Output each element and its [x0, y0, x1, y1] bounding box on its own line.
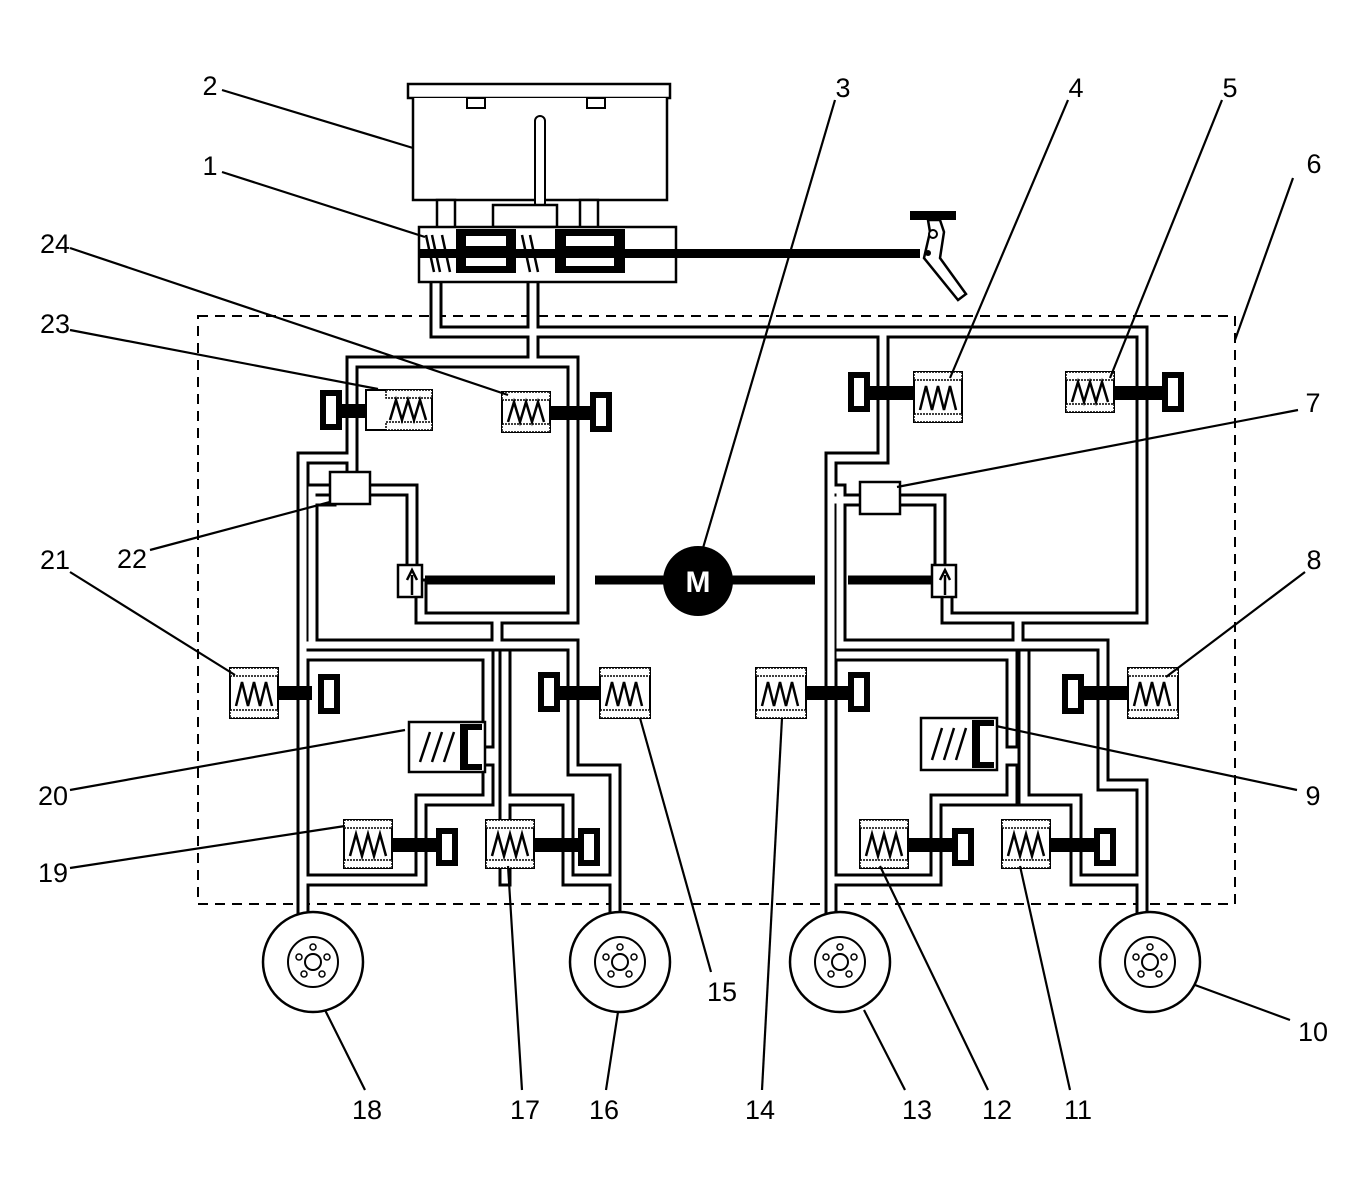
brake-pedal	[910, 211, 968, 302]
valve-17	[485, 819, 600, 869]
accumulator-9	[919, 716, 999, 772]
motor-label: M	[686, 566, 711, 599]
pump-motor-icon	[663, 546, 733, 616]
callout-16: 16	[589, 1095, 619, 1125]
valve-23	[320, 389, 433, 431]
callout-23: 23	[40, 309, 70, 339]
callout-7: 7	[1305, 388, 1320, 418]
callout-labels: 1 2 3 4 5 6 7 8 9 10 11 12 13 14 15 16 1…	[38, 71, 1328, 1125]
callout-15: 15	[707, 977, 737, 1007]
modulator-boundary	[197, 315, 1236, 905]
callout-9: 9	[1305, 781, 1320, 811]
valve-5	[1065, 371, 1184, 413]
callout-19: 19	[38, 858, 68, 888]
wheel-13	[788, 910, 892, 1014]
valve-4	[848, 371, 963, 423]
wheel-16	[568, 910, 672, 1014]
callout-14: 14	[745, 1095, 775, 1125]
wheels	[261, 910, 1202, 1014]
callout-24: 24	[40, 229, 70, 259]
callout-12: 12	[982, 1095, 1012, 1125]
valve-24	[501, 391, 612, 433]
brake-fluid-reservoir	[406, 82, 672, 230]
callout-6: 6	[1306, 149, 1321, 179]
callout-4: 4	[1068, 73, 1083, 103]
valve-8	[1062, 667, 1179, 719]
callout-22: 22	[117, 544, 147, 574]
callout-2: 2	[202, 71, 217, 101]
leader-lines	[69, 88, 1306, 1091]
valve-14	[755, 667, 870, 719]
accumulator-20	[407, 720, 487, 774]
accumulators	[407, 716, 999, 774]
callout-17: 17	[510, 1095, 540, 1125]
callout-13: 13	[902, 1095, 932, 1125]
valve-12	[859, 819, 974, 869]
callout-5: 5	[1222, 73, 1237, 103]
wheel-18	[261, 910, 365, 1014]
callout-18: 18	[352, 1095, 382, 1125]
callout-8: 8	[1306, 545, 1321, 575]
pump-motor-assembly: M	[425, 546, 932, 616]
valve-11	[1001, 819, 1116, 869]
valve-19	[343, 819, 458, 869]
valve-21	[229, 667, 340, 719]
callout-1: 1	[202, 151, 217, 181]
callout-20: 20	[38, 781, 68, 811]
valve-15	[538, 667, 651, 719]
solenoid-valves	[229, 371, 1184, 869]
master-cylinder	[417, 225, 920, 284]
callout-3: 3	[835, 73, 850, 103]
hydraulic-lines	[296, 275, 1149, 922]
callout-10: 10	[1298, 1017, 1328, 1047]
callout-21: 21	[40, 545, 70, 575]
wheel-10	[1098, 910, 1202, 1014]
callout-11: 11	[1064, 1095, 1092, 1125]
